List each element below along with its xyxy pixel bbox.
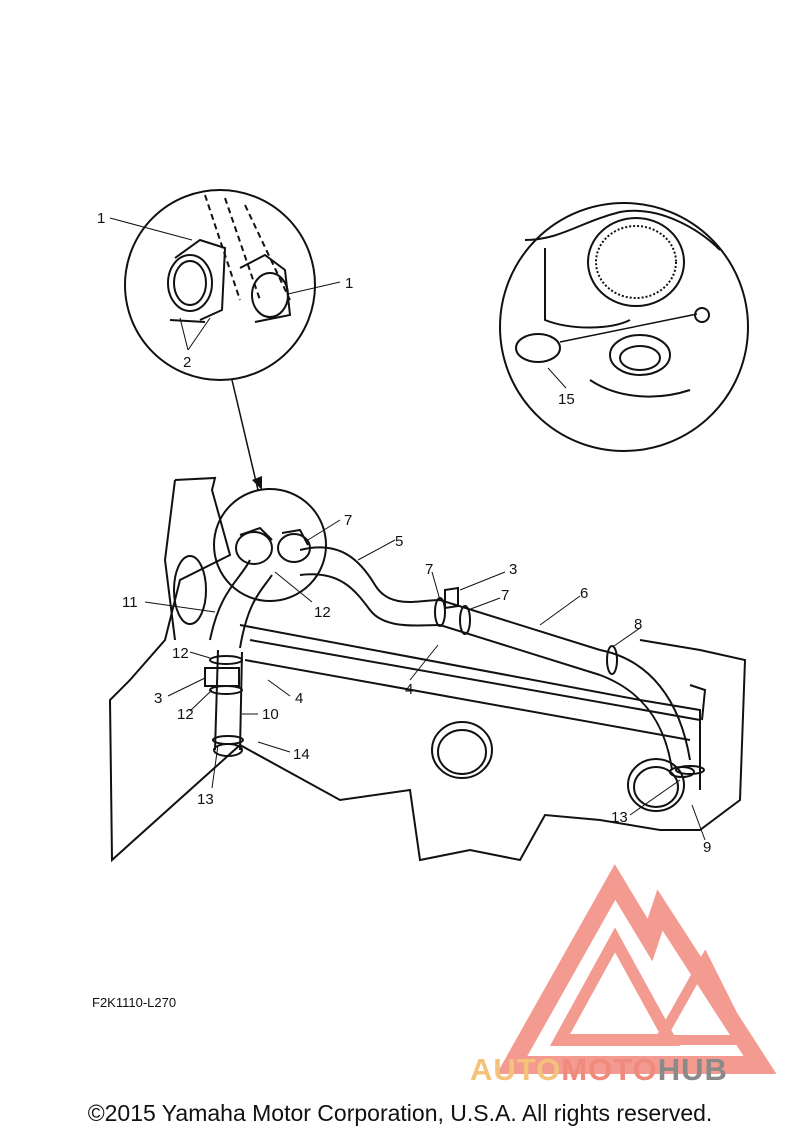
- callout-6: 6: [580, 585, 588, 602]
- detail-arrow-head: [252, 476, 262, 490]
- callout-12c: 12: [177, 706, 194, 723]
- detail-circle-mid: [213, 488, 327, 602]
- callout-12b: 12: [172, 645, 189, 662]
- callout-5: 5: [395, 533, 403, 550]
- callout-15: 15: [558, 391, 575, 408]
- hull-holes: [173, 555, 685, 812]
- watermark-auto: AUTO: [470, 1052, 562, 1087]
- callout-4a: 4: [405, 681, 413, 698]
- hose-clamps: [204, 586, 705, 775]
- watermark-text: AUTOMOTOHUB: [470, 1052, 728, 1088]
- callout-9: 9: [703, 839, 711, 856]
- callout-13a: 13: [197, 791, 214, 808]
- watermark-moto: MOTO: [561, 1052, 658, 1087]
- callout-12a: 12: [314, 604, 331, 621]
- callout-7a: 7: [344, 512, 352, 529]
- callout-2: 2: [183, 354, 191, 371]
- callout-10: 10: [262, 706, 279, 723]
- callout-4b: 4: [295, 690, 303, 707]
- callout-8: 8: [634, 616, 642, 633]
- callout-1a: 1: [97, 210, 105, 227]
- leader-lines: [109, 217, 706, 841]
- callout-7c: 7: [501, 587, 509, 604]
- hull-panel: [108, 476, 747, 863]
- hose-assembly: [209, 546, 695, 778]
- callout-14: 14: [293, 746, 310, 763]
- callout-7b: 7: [425, 561, 433, 578]
- callout-3b: 3: [154, 690, 162, 707]
- detail-circle-elbows: [124, 189, 316, 381]
- callout-3a: 3: [509, 561, 517, 578]
- callout-1b: 1: [345, 275, 353, 292]
- callout-11: 11: [122, 594, 138, 611]
- callouts: 1 1 2 15 7 5 7 3 7 6 11 12 8 12 4 3 4 12…: [97, 210, 711, 856]
- copyright-notice: ©2015 Yamaha Motor Corporation, U.S.A. A…: [87, 1100, 713, 1126]
- callout-13b: 13: [611, 809, 628, 826]
- watermark-logo-icon: [496, 864, 777, 1074]
- detail-arrow: [231, 379, 259, 491]
- watermark-hub: HUB: [657, 1052, 728, 1087]
- figure-code: F2K1110-L270: [92, 995, 177, 1010]
- detail-circle-strainer: [499, 202, 749, 452]
